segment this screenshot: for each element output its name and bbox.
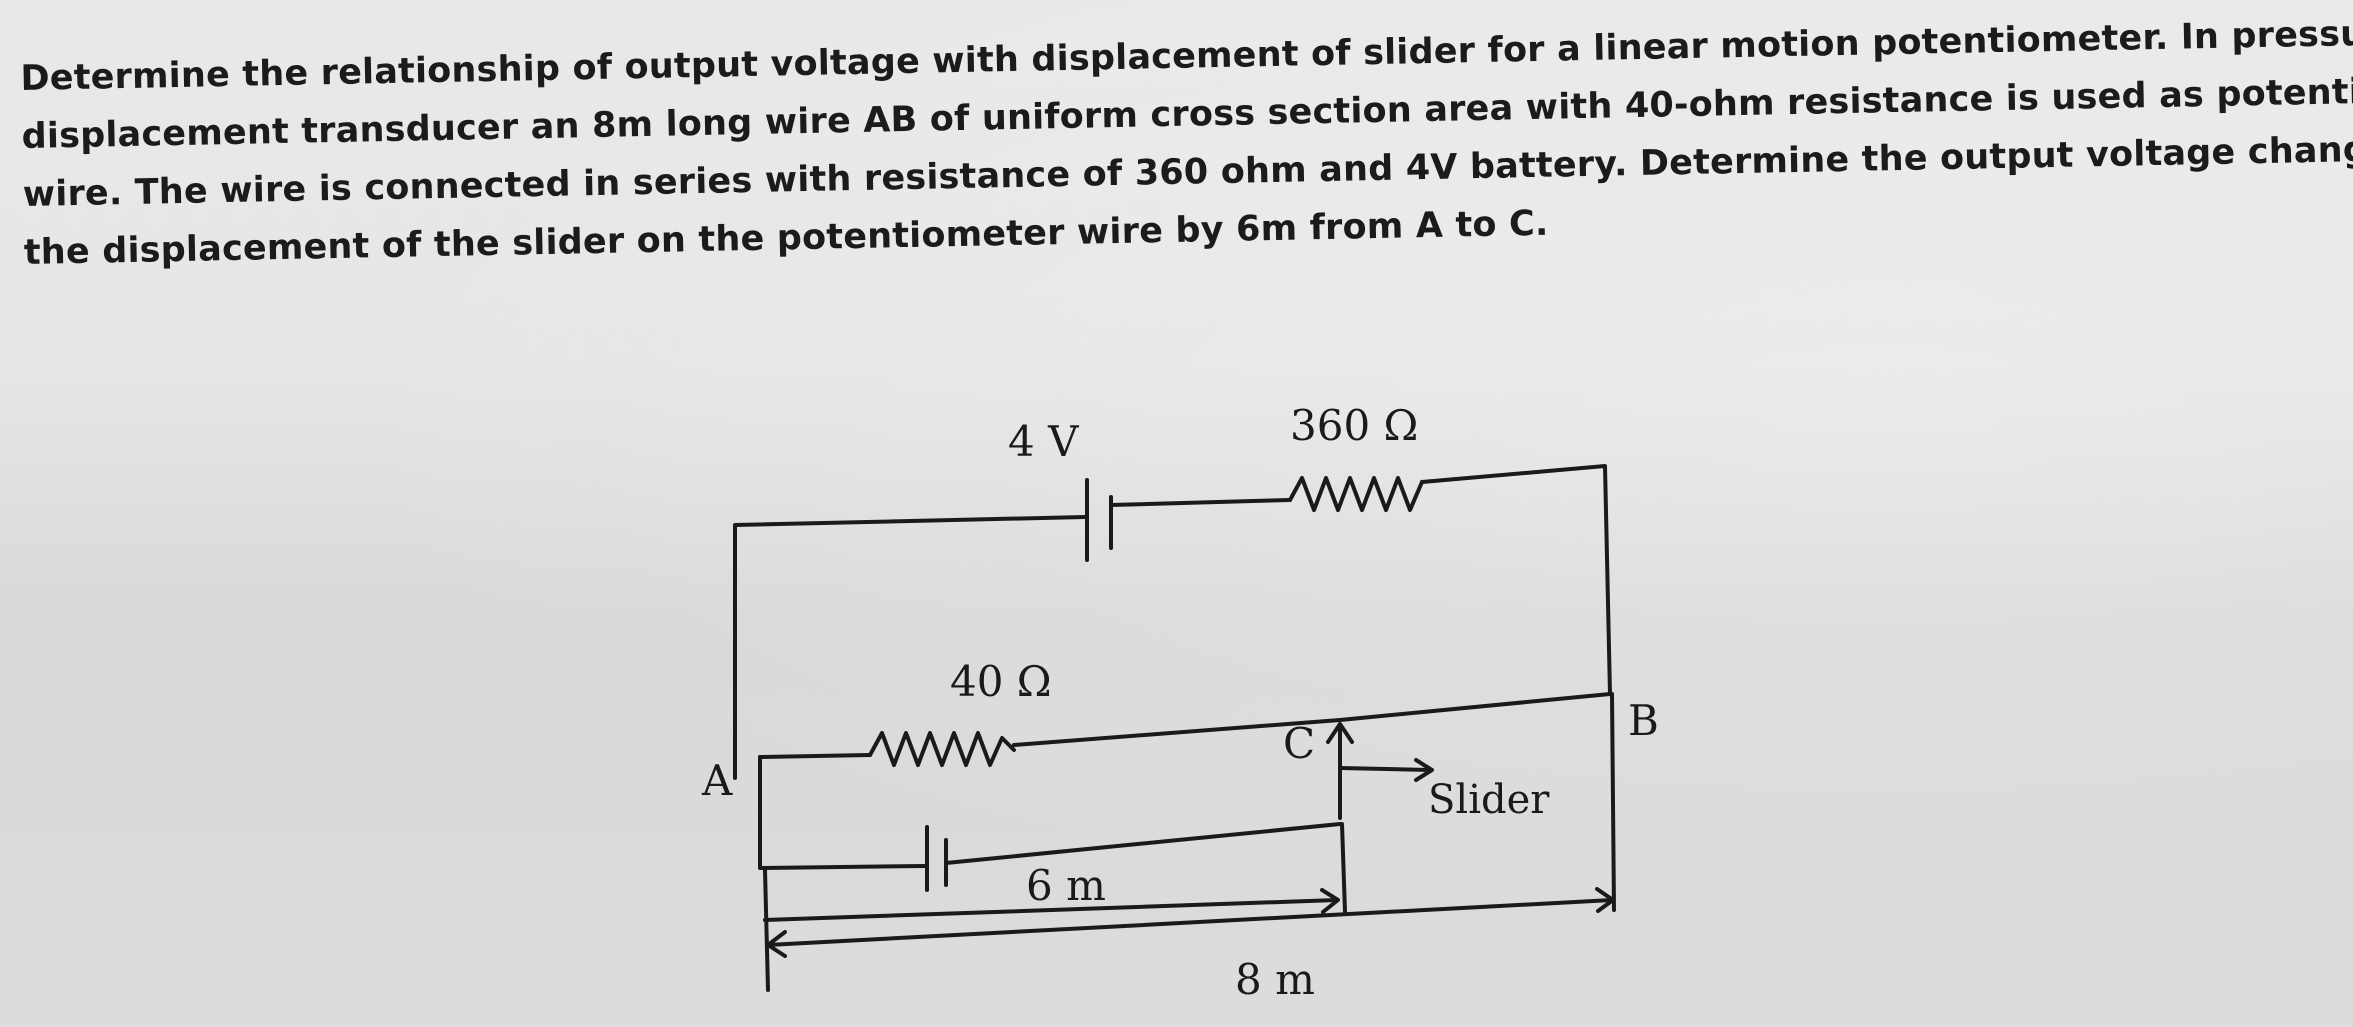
outer-loop-left-wire	[733, 515, 1087, 780]
dimension-8m-left-arrowhead	[766, 930, 787, 958]
point-c-label: C	[1283, 719, 1315, 768]
point-a-label: A	[701, 756, 733, 805]
dimension-ext-a	[763, 868, 770, 992]
outer-loop-right-wire	[1420, 464, 1612, 696]
dimension-6m-line	[763, 898, 1339, 922]
slider-label: Slider	[1428, 777, 1550, 823]
dimension-ext-b	[1610, 692, 1616, 912]
dimension-8m-line	[766, 898, 1614, 947]
battery-label: 4 V	[1008, 417, 1079, 466]
slider-arrow	[1326, 722, 1354, 820]
output-branch-left	[758, 755, 927, 870]
resistor-360-zigzag	[1288, 476, 1424, 512]
potentiometer-wire-left	[758, 753, 872, 759]
dimension-ext-c	[1340, 822, 1347, 914]
series-resistor-label: 360 Ω	[1290, 401, 1418, 450]
short-length-label: 6 m	[1026, 861, 1106, 910]
slider-pointer	[1338, 758, 1434, 782]
resistor-40-zigzag	[868, 731, 1016, 767]
potentiometer-wire-right	[1012, 692, 1612, 747]
point-b-label: B	[1628, 696, 1659, 745]
battery-to-resistor-wire	[1109, 498, 1292, 507]
dimension-6m-arrowhead	[1320, 888, 1340, 914]
output-branch-right	[944, 822, 1342, 865]
full-length-label: 8 m	[1235, 955, 1315, 1004]
dimension-8m-arrowhead	[1595, 887, 1615, 913]
wire-resistance-label: 40 Ω	[950, 657, 1052, 706]
